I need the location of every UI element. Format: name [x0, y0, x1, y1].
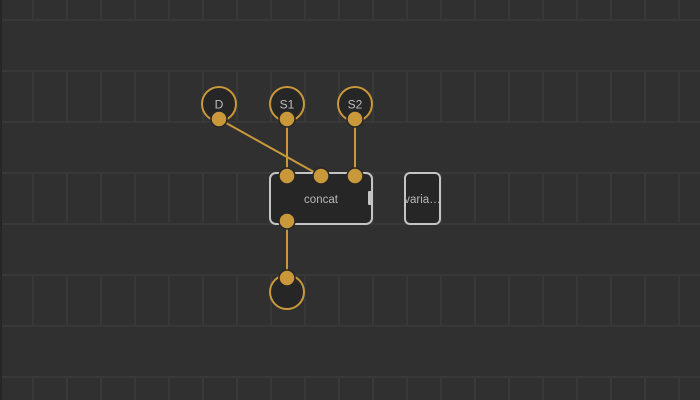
concat-input-port-3[interactable]: [346, 167, 364, 185]
output-node[interactable]: [269, 269, 305, 310]
output-node-input-port[interactable]: [278, 269, 296, 287]
output-port-s2[interactable]: [346, 110, 364, 128]
wire-d-to-concat[interactable]: [218, 118, 322, 177]
output-port-d[interactable]: [210, 110, 228, 128]
concat-output-port[interactable]: [278, 212, 296, 230]
input-node-d-label: D: [215, 98, 224, 112]
concat-node[interactable]: concat: [269, 167, 373, 230]
canvas-left-edge: [0, 0, 2, 400]
concat-resize-handle[interactable]: [368, 191, 372, 205]
input-node-s1[interactable]: S1: [269, 86, 305, 128]
wires: [218, 118, 356, 278]
concat-input-port-2[interactable]: [312, 167, 330, 185]
concat-node-label: concat: [304, 194, 339, 206]
input-node-s1-label: S1: [280, 98, 295, 112]
input-node-s2-label: S2: [348, 98, 363, 112]
input-node-s2[interactable]: S2: [337, 86, 373, 128]
variable-node-label: varia…: [404, 194, 440, 206]
concat-input-port-1[interactable]: [278, 167, 296, 185]
output-port-s1[interactable]: [278, 110, 296, 128]
variable-node[interactable]: varia…: [404, 172, 441, 225]
input-node-d[interactable]: D: [201, 86, 237, 128]
